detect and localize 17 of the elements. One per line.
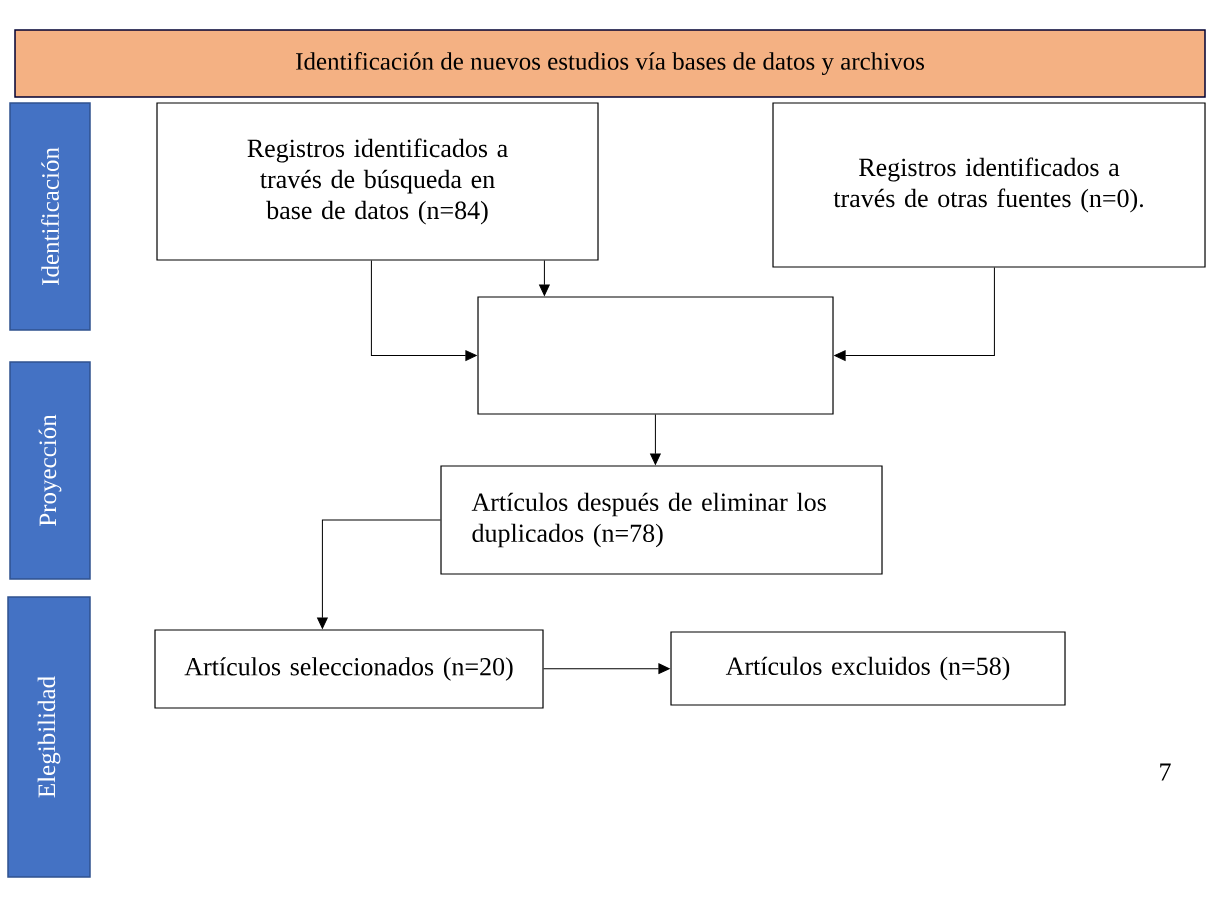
arrow bbox=[650, 414, 661, 465]
phase-band: Proyección bbox=[9, 361, 91, 580]
process-box: Artículos excluidos (n=58) bbox=[670, 631, 1066, 706]
arrow bbox=[370, 260, 477, 361]
process-box: Artículos después de eliminar los duplicados (n=78) bbox=[440, 465, 883, 575]
process-box: Artículos seleccionados (n=20) bbox=[154, 629, 544, 709]
header-band: Identificación de nuevos estudios vía bases de datos y archivos bbox=[14, 29, 1206, 98]
process-box: Registros identificados a través de otras fuentes (n=0). bbox=[772, 102, 1206, 268]
phase-band: Identificación bbox=[9, 102, 91, 331]
page-number: 7 bbox=[1160, 763, 1171, 781]
process-box bbox=[477, 296, 834, 415]
arrow bbox=[543, 663, 670, 675]
arrow bbox=[539, 260, 550, 296]
phase-band: Elegibilidad bbox=[7, 596, 91, 878]
arrow bbox=[317, 519, 441, 629]
arrow bbox=[834, 267, 995, 361]
process-box: Registros identificados a través de búsqueda en base de datos (n=84) bbox=[156, 102, 599, 261]
